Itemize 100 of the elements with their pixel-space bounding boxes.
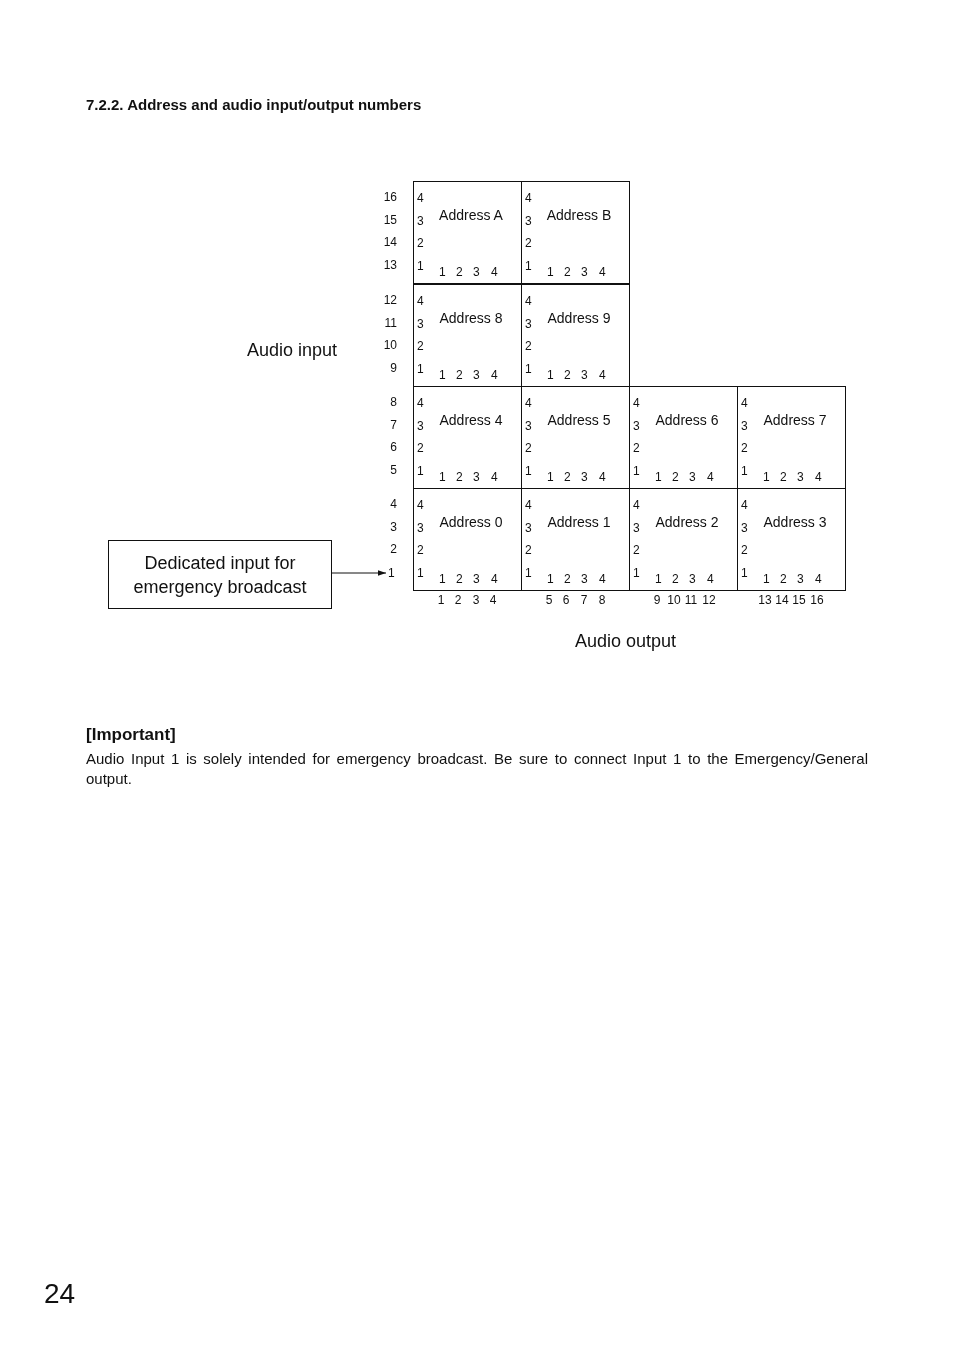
output-number: 3 xyxy=(581,572,588,586)
address-label: Address 0 xyxy=(438,513,504,531)
input-number: 3 xyxy=(525,214,532,228)
input-number: 4 xyxy=(390,497,397,511)
input-number: 3 xyxy=(525,521,532,535)
output-number: 7 xyxy=(580,593,588,607)
arrow xyxy=(331,570,387,576)
output-number: 2 xyxy=(672,572,679,586)
input-number: 4 xyxy=(417,396,424,410)
output-number: 4 xyxy=(707,470,714,484)
note-text: Audio Input 1 is solely intended for emergency broadcast. Be sure to connect Input 1 to the Emergency/General output. xyxy=(86,749,868,789)
output-number: 1 xyxy=(439,572,446,586)
input-number: 1 xyxy=(417,464,424,478)
output-number: 3 xyxy=(689,470,696,484)
input-number: 3 xyxy=(417,214,424,228)
output-number: 1 xyxy=(763,572,770,586)
input-number: 11 xyxy=(384,316,397,330)
input-number: 4 xyxy=(417,294,424,308)
input-number: 1 xyxy=(741,464,748,478)
input-number: 1 xyxy=(525,362,532,376)
input-number: 1 xyxy=(417,566,424,580)
output-number: 3 xyxy=(473,572,480,586)
output-number: 2 xyxy=(456,265,463,279)
input-number: 14 xyxy=(383,235,397,249)
output-number: 2 xyxy=(672,470,679,484)
output-number: 8 xyxy=(598,593,606,607)
input-number: 1 xyxy=(388,566,395,580)
input-number: 2 xyxy=(741,543,748,557)
input-number: 8 xyxy=(390,395,397,409)
output-number: 4 xyxy=(491,470,498,484)
output-number: 3 xyxy=(797,572,804,586)
output-number: 2 xyxy=(564,572,571,586)
input-number: 10 xyxy=(383,338,397,352)
input-number: 1 xyxy=(525,259,532,273)
output-number: 15 xyxy=(792,593,806,607)
input-number: 4 xyxy=(417,498,424,512)
address-cell xyxy=(737,488,846,591)
input-number: 12 xyxy=(383,293,397,307)
address-label: Address 5 xyxy=(546,411,612,429)
output-number: 12 xyxy=(702,593,716,607)
input-number: 2 xyxy=(525,339,532,353)
address-cell xyxy=(413,488,522,591)
output-number: 4 xyxy=(491,265,498,279)
output-number: 16 xyxy=(810,593,824,607)
address-label: Address 1 xyxy=(546,513,612,531)
input-number: 2 xyxy=(417,339,424,353)
input-number: 4 xyxy=(525,294,532,308)
output-number: 2 xyxy=(564,470,571,484)
input-number: 4 xyxy=(741,498,748,512)
output-number: 1 xyxy=(547,572,554,586)
input-number: 7 xyxy=(390,418,397,432)
output-number: 3 xyxy=(581,368,588,382)
output-number: 2 xyxy=(454,593,462,607)
address-label: Address 9 xyxy=(546,309,612,327)
address-label: Address 4 xyxy=(438,411,504,429)
input-number: 1 xyxy=(417,259,424,273)
output-number: 1 xyxy=(547,265,554,279)
input-number: 4 xyxy=(417,191,424,205)
output-number: 2 xyxy=(564,265,571,279)
input-number: 4 xyxy=(525,396,532,410)
input-number: 2 xyxy=(525,236,532,250)
input-number: 1 xyxy=(633,464,640,478)
input-number: 2 xyxy=(633,543,640,557)
output-number: 4 xyxy=(599,572,606,586)
input-number: 1 xyxy=(741,566,748,580)
input-number: 15 xyxy=(383,213,397,227)
output-number: 3 xyxy=(473,265,480,279)
output-number: 3 xyxy=(581,470,588,484)
output-number: 10 xyxy=(667,593,681,607)
input-number: 4 xyxy=(525,191,532,205)
output-number: 14 xyxy=(775,593,789,607)
output-number: 3 xyxy=(473,368,480,382)
output-number: 4 xyxy=(599,265,606,279)
output-number: 1 xyxy=(439,368,446,382)
input-number: 3 xyxy=(741,521,748,535)
address-label: Address 7 xyxy=(762,411,828,429)
input-number: 2 xyxy=(525,543,532,557)
input-number: 3 xyxy=(417,419,424,433)
address-label: Address 3 xyxy=(762,513,828,531)
input-number: 4 xyxy=(741,396,748,410)
page-number: 24 xyxy=(44,1277,76,1311)
input-number: 4 xyxy=(633,498,640,512)
input-number: 3 xyxy=(390,520,397,534)
address-cell xyxy=(413,181,522,284)
input-number: 1 xyxy=(417,362,424,376)
address-cell xyxy=(737,386,846,489)
note-heading: [Important] xyxy=(86,724,176,746)
input-number: 2 xyxy=(417,543,424,557)
input-number: 2 xyxy=(741,441,748,455)
output-number: 4 xyxy=(491,368,498,382)
address-cell xyxy=(521,181,630,284)
section-heading: 7.2.2. Address and audio input/output numbers xyxy=(86,96,422,113)
output-number: 1 xyxy=(439,265,446,279)
address-label: Address B xyxy=(546,206,612,224)
output-number: 4 xyxy=(707,572,714,586)
input-number: 3 xyxy=(417,521,424,535)
output-number: 2 xyxy=(456,368,463,382)
input-number: 9 xyxy=(390,361,397,375)
input-number: 3 xyxy=(417,317,424,331)
output-number: 3 xyxy=(472,593,480,607)
